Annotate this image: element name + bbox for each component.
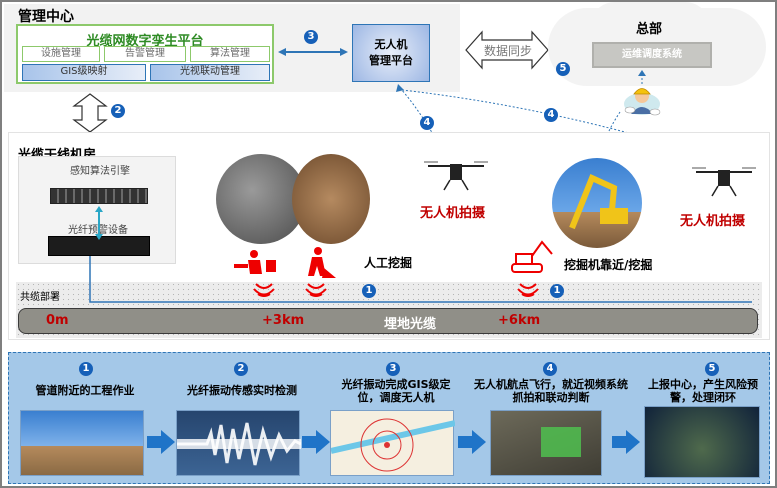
flow-step-2-title: 光纤振动传感实时检测	[187, 384, 297, 397]
flow-step-1-title: 管道附近的工程作业	[35, 384, 135, 397]
gis-map-graphic	[330, 418, 456, 472]
step-badge-4b: 4	[544, 108, 558, 122]
flow-step-3-image	[330, 410, 456, 476]
marker-3km: +3km	[262, 313, 305, 328]
module-optical-video-linkage[interactable]: 光视联动管理	[150, 64, 270, 81]
worker-icon	[624, 88, 661, 116]
flow-step-4-title: 无人机航点飞行，就近视频系统抓拍和联动判断	[474, 378, 628, 404]
flow-badge-5: 5	[705, 362, 719, 376]
vibration-wave-icon-3	[517, 283, 539, 297]
platform-title: 光缆网数字孪生平台	[86, 34, 204, 49]
shared-deploy-label: 共缆部署	[20, 292, 60, 303]
buried-fiber-cable	[18, 308, 758, 334]
module-alarm[interactable]: 告警管理	[104, 46, 186, 62]
step-badge-1a: 1	[362, 284, 376, 298]
excavator-label: 挖掘机靠近/挖掘	[564, 258, 653, 272]
engine-label: 感知算法引擎	[70, 166, 130, 177]
excavator-icon	[511, 240, 553, 273]
marker-6km: +6km	[498, 313, 541, 328]
uav-platform-line1: 无人机	[374, 38, 408, 51]
drone-icon-1	[424, 161, 488, 191]
flow-step-5-image	[644, 406, 760, 478]
step-badge-1b: 1	[550, 284, 564, 298]
manual-dig-photo-1	[216, 154, 306, 244]
mechanic-worker-icon	[234, 250, 276, 274]
flow-arrow-2	[302, 430, 330, 454]
flow-step-3-title: 光纤振动完成GIS级定位，调度无人机	[341, 378, 451, 404]
flow-badge-3: 3	[386, 362, 400, 376]
manual-dig-label: 人工挖掘	[364, 256, 413, 270]
detection-box	[541, 427, 581, 457]
algorithm-engine-server[interactable]	[50, 188, 148, 204]
ops-dispatch-system[interactable]: 运维调度系统	[592, 42, 712, 68]
step-badge-4a: 4	[420, 116, 434, 130]
drone-capture-label-1: 无人机拍摄	[420, 206, 486, 221]
marker-0m: 0m	[46, 313, 69, 328]
data-sync-label: 数据同步	[483, 44, 532, 58]
flow-badge-2: 2	[234, 362, 248, 376]
module-facility[interactable]: 设施管理	[22, 46, 100, 62]
module-algorithm[interactable]: 算法管理	[190, 46, 270, 62]
management-center-title: 管理中心	[18, 9, 74, 25]
flow-badge-1: 1	[79, 362, 93, 376]
digital-twin-platform: 光缆网数字孪生平台 设施管理 告警管理 算法管理 GIS级映射 光视联动管理	[16, 24, 274, 84]
excavator-photo	[552, 158, 642, 248]
step-badge-3: 3	[304, 30, 318, 44]
drone-icon-2	[692, 167, 756, 197]
engine-device-link	[95, 206, 103, 240]
flow-step-4-image	[490, 410, 602, 476]
flow-badge-4: 4	[543, 362, 557, 376]
buried-cable-label: 埋地光缆	[384, 317, 437, 332]
flow-step-5-title: 上报中心，产生风险预警，处理闭环	[648, 378, 758, 404]
bidirectional-arrow-3	[278, 48, 348, 56]
flow-arrow-1	[147, 430, 175, 454]
uav-management-platform[interactable]: 无人机 管理平台	[352, 24, 430, 82]
flow-step-2-image	[176, 410, 302, 476]
drone-capture-label-2: 无人机拍摄	[680, 214, 746, 229]
vibration-wave-icon-2	[305, 283, 327, 297]
flow-arrow-3	[458, 430, 486, 454]
step-badge-2: 2	[111, 104, 125, 118]
vibration-wave-icon-1	[253, 283, 275, 297]
flow-step-1-image	[20, 410, 144, 476]
uav-platform-line2: 管理平台	[369, 54, 413, 67]
manual-dig-photo-2	[292, 154, 370, 244]
flow-arrow-4	[612, 430, 640, 454]
digging-worker-icon	[308, 247, 336, 278]
headquarters-title: 总部	[636, 22, 663, 37]
vibration-waveform	[177, 422, 302, 466]
arrow-up-to-system	[638, 70, 646, 84]
module-gis-mapping[interactable]: GIS级映射	[22, 64, 146, 81]
step-badge-5: 5	[556, 62, 570, 76]
excavator-arm-graphic	[569, 173, 628, 230]
